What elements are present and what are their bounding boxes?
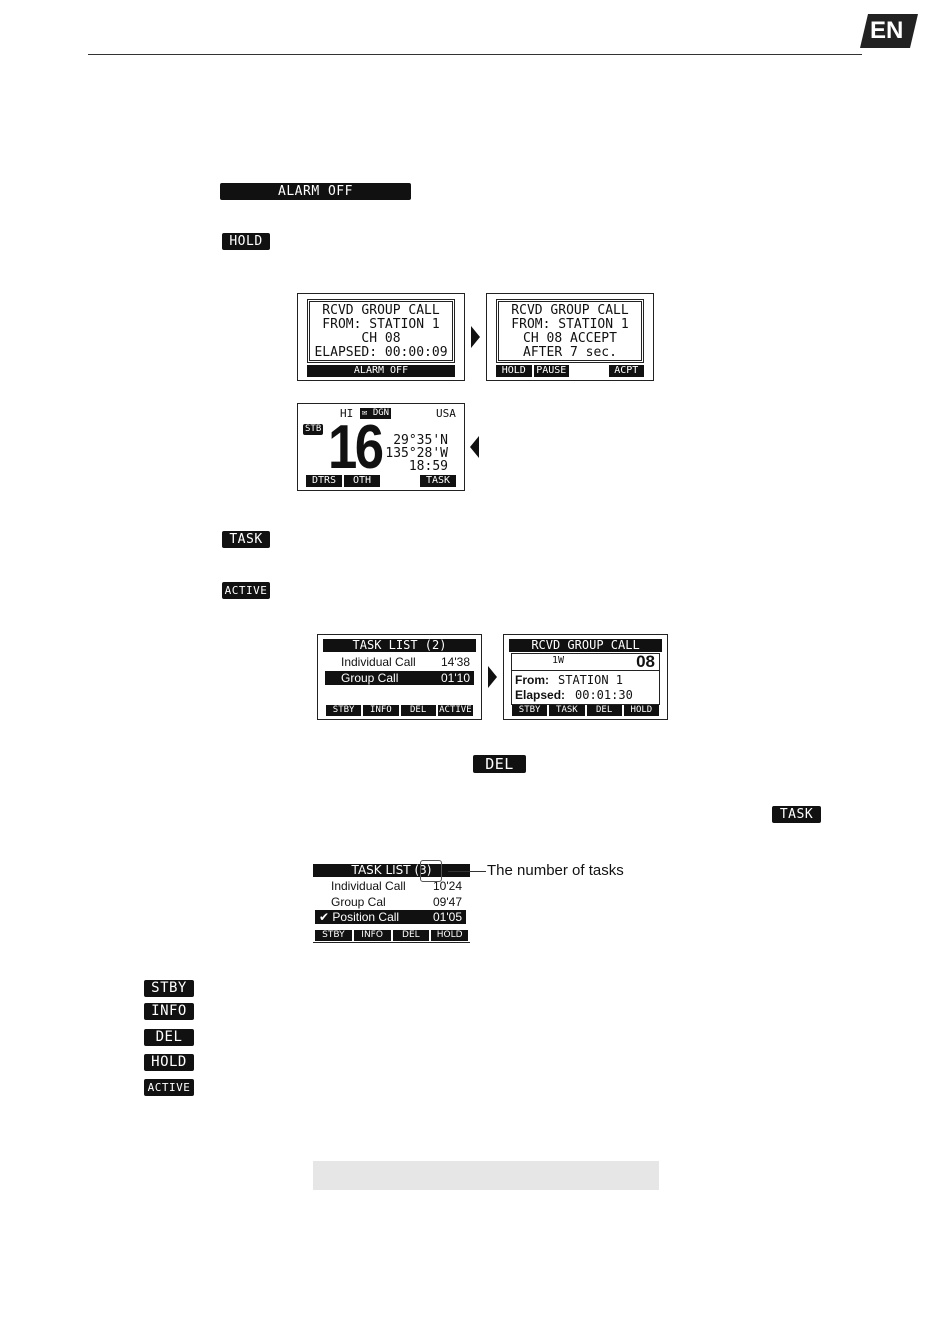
lcd-line: AFTER 7 sec. [523,344,617,360]
task-name: Group Call [341,671,399,685]
elapsed-value: 00:01:30 [575,688,633,702]
channel-number: 16 [328,413,384,482]
lcd-standby: HI ✉ DGN USA STB 16 29°35'N 135°28'W 18:… [297,403,465,491]
lcd-line: CH 08 ACCEPT [523,330,617,346]
hold-key: HOLD [222,233,270,250]
power-level: HI [340,407,354,420]
clock: 18:59 [408,459,448,474]
soft-key-hold: HOLD [496,365,532,377]
soft-key-hold: HOLD [623,705,659,716]
callout-text: The number of tasks [487,862,624,879]
soft-key-oth: OTH [344,475,380,487]
from-label: From: [515,673,549,687]
soft-key-hold: HOLD [431,930,468,941]
task-time: 01'05 [433,910,462,924]
alarm-off-key: ALARM OFF [220,183,411,200]
lcd-line: ELAPSED: 00:00:09 [314,344,448,360]
task-time: 01'10 [441,671,470,685]
arrow-right-icon [488,666,497,688]
soft-key-del: DEL [392,930,430,941]
note-bar [313,1161,659,1190]
stby-key: STBY [144,980,194,997]
stb-badge: STB [303,424,324,435]
region: USA [436,407,456,420]
lcd-group-call-detail: RCVD GROUP CALL 1W 08 From: STATION 1 El… [503,634,668,720]
divider [512,670,659,671]
lcd-task-list-3: TASK LIST (3) Individual Call 10'24 Grou… [313,860,470,943]
task-row-selected: ✔ Position Call 01'05 [315,910,466,924]
task-list-title: TASK LIST (2) [323,639,476,652]
task-name: ✔ Position Call [319,910,400,924]
lcd-line: FROM: STATION 1 [322,316,440,332]
soft-key-blank [382,475,418,487]
soft-key-alarm-off: ALARM OFF [307,365,455,377]
soft-key-info: INFO [363,705,399,716]
lcd-task-list: TASK LIST (2) Individual Call 14'38 Grou… [317,634,482,720]
soft-key-stby: STBY [326,705,362,716]
callout-line [448,871,486,872]
soft-key-pause: PAUSE [533,365,569,377]
task-row-selected: Group Call 01'10 [325,671,474,685]
task-time: 09'47 [433,895,462,909]
longitude: 135°28'W [385,446,448,461]
status-icons: ✉ DGN [360,408,392,419]
soft-key-info: INFO [353,930,391,941]
lcd-line: RCVD GROUP CALL [322,302,440,318]
lcd-group-call-accept: RCVD GROUP CALL FROM: STATION 1 CH 08 AC… [486,293,654,381]
from-value: STATION 1 [558,673,624,687]
soft-key-stby: STBY [315,930,352,941]
lcd-line: RCVD GROUP CALL [511,302,629,318]
channel-number: 08 [636,652,655,671]
header-rule [88,54,862,55]
group-call-box: 1W 08 From: STATION 1 Elapsed: 00:01:30 [511,652,660,705]
del-key-legend: DEL [144,1029,194,1046]
soft-key-stby: STBY [512,705,548,716]
soft-key-task: TASK [420,475,456,487]
language-badge: EN [860,12,918,50]
group-call-title: RCVD GROUP CALL [509,639,662,652]
task-key-2: TASK [772,806,821,823]
task-name: Individual Call [341,655,416,669]
lcd-line: FROM: STATION 1 [511,316,629,332]
del-key: DEL [473,755,526,773]
task-time: 14'38 [441,655,470,669]
arrow-right-icon [471,326,480,348]
soft-key-active: ACTIVE [437,705,473,716]
lcd-line: CH 08 [361,330,401,346]
task-list-title: TASK LIST (3) [313,864,470,877]
power-level: 1W [552,655,565,666]
active-key: ACTIVE [222,582,270,599]
lcd-group-call-alarm: RCVD GROUP CALL FROM: STATION 1 CH 08 EL… [297,293,465,381]
language-label: EN [870,17,904,44]
latitude: 29°35'N [393,433,448,448]
task-row: Individual Call 10'24 [315,879,466,893]
task-key: TASK [222,531,270,548]
arrow-left-icon [470,436,479,458]
task-row: Individual Call 14'38 [325,655,474,669]
task-name: Individual Call [331,879,406,893]
task-name: Group Cal [331,895,386,909]
soft-key-del: DEL [400,705,436,716]
task-count-highlight [420,860,442,882]
soft-key-task: TASK [549,705,585,716]
soft-key-acpt: ACPT [608,365,644,377]
soft-key-dtrs: DTRS [306,475,342,487]
task-time: 10'24 [433,879,462,893]
info-key: INFO [144,1003,194,1020]
elapsed-label: Elapsed: [515,688,566,702]
task-row: Group Cal 09'47 [315,895,466,909]
active-key-legend: ACTIVE [144,1079,194,1096]
soft-key-del: DEL [586,705,622,716]
hold-key-legend: HOLD [144,1054,194,1071]
soft-key-blank [571,365,607,377]
